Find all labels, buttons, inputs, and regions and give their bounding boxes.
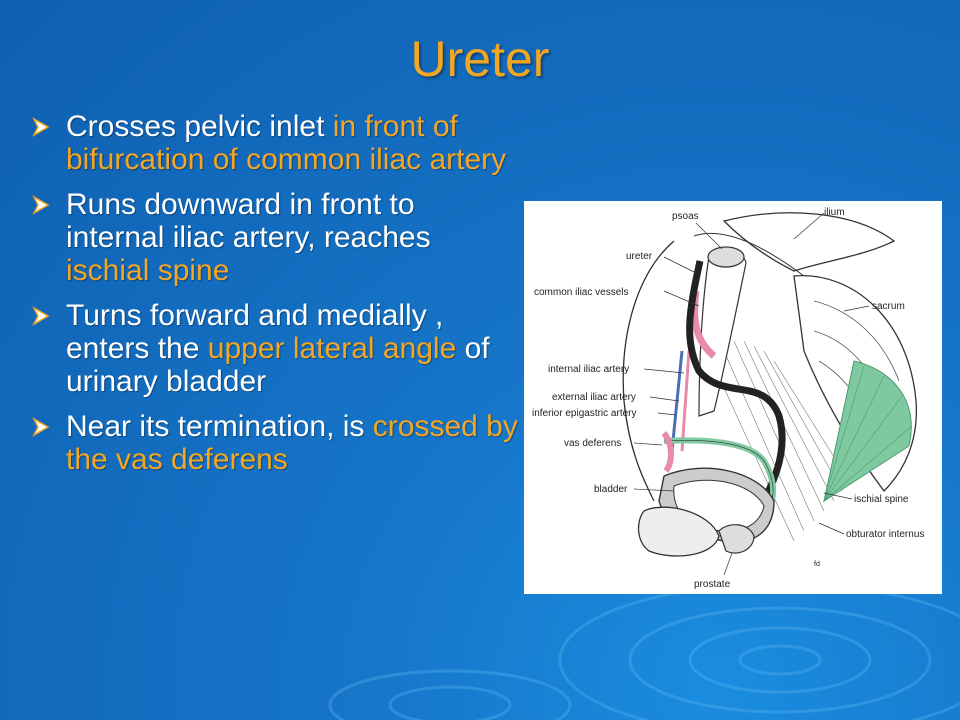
bullet-highlight: in front of bifurcation of common iliac … bbox=[66, 110, 507, 176]
bullet-highlight: crossed by the vas deferens bbox=[66, 410, 518, 476]
label-external-iliac-artery: external iliac artery bbox=[552, 392, 636, 403]
slide-title: Ureter bbox=[410, 31, 550, 87]
bullet-text: Runs downward in front to internal iliac… bbox=[66, 188, 431, 254]
ilium-shape bbox=[722, 212, 896, 272]
anatomy-figure: psoas ilium ureter common iliac vessels … bbox=[524, 201, 942, 594]
bullet-list: Crosses pelvic inlet in front of bifurca… bbox=[30, 110, 520, 488]
pelvis-illustration: psoas ilium ureter common iliac vessels … bbox=[532, 207, 924, 590]
bullet-item-4: Near its termination, is crossed by the … bbox=[30, 410, 520, 476]
pubis-shape bbox=[637, 506, 720, 557]
label-ischial-spine: ischial spine bbox=[854, 494, 909, 505]
arrow-bullet-icon bbox=[32, 417, 50, 437]
ureter-path bbox=[686, 260, 786, 518]
arrow-bullet-icon bbox=[32, 195, 50, 215]
label-obturator-internus: obturator internus bbox=[846, 529, 924, 540]
bullet-text: Crosses pelvic inlet bbox=[66, 110, 333, 143]
label-sacrum: sacrum bbox=[872, 301, 905, 312]
label-bladder: bladder bbox=[594, 484, 628, 495]
bullet-text: Near its termination, is bbox=[66, 410, 373, 443]
label-inferior-epigastric-artery: inferior epigastric artery bbox=[532, 408, 636, 419]
label-internal-iliac-artery: internal iliac artery bbox=[548, 364, 629, 375]
label-prostate: prostate bbox=[694, 579, 731, 590]
label-ureter: ureter bbox=[626, 251, 653, 262]
bullet-text: Turns forward and medially , enters the bbox=[66, 299, 444, 365]
bullet-highlight: upper lateral angle bbox=[207, 332, 457, 365]
bullet-text: of urinary bladder bbox=[66, 332, 490, 398]
label-vas-deferens: vas deferens bbox=[564, 438, 621, 449]
bullet-item-3: Turns forward and medially , enters the … bbox=[30, 299, 520, 398]
arrow-bullet-icon bbox=[32, 306, 50, 326]
arrow-bullet-icon bbox=[32, 117, 50, 137]
artist-signature: fd bbox=[814, 561, 820, 568]
label-ilium: ilium bbox=[824, 207, 845, 218]
label-common-iliac-vessels: common iliac vessels bbox=[534, 287, 628, 298]
bullet-item-2: Runs downward in front to internal iliac… bbox=[30, 188, 520, 287]
label-psoas: psoas bbox=[672, 211, 699, 222]
bullet-item-1: Crosses pelvic inlet in front of bifurca… bbox=[30, 110, 520, 176]
prostate-shape bbox=[718, 524, 755, 554]
bullet-highlight: ischial spine bbox=[66, 254, 230, 287]
sacrospinous-ligament bbox=[823, 360, 912, 503]
